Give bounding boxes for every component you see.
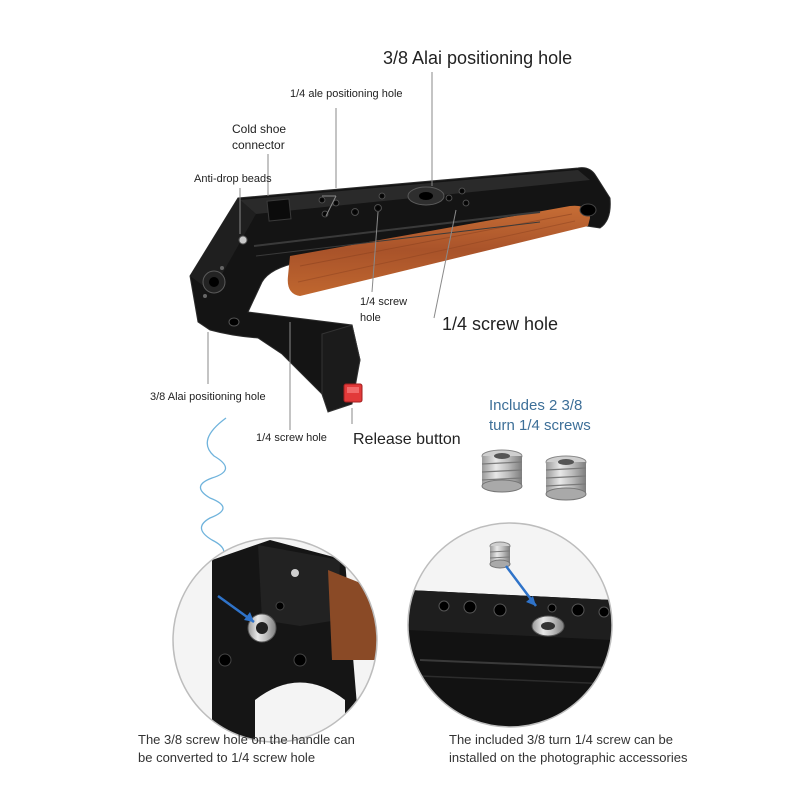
anti-drop-bead [238, 235, 248, 245]
caption-right-line1: The included 3/8 turn 1/4 screw can be [449, 732, 674, 747]
label-cold-shoe-line1: Cold shoe [232, 122, 287, 136]
label-includes-line2: turn 1/4 screws [489, 417, 591, 434]
label-alai-top: 3/8 Alai positioning hole [383, 48, 573, 68]
camera-handle [189, 167, 611, 413]
detail-circle-right [407, 522, 613, 728]
label-ale-quarter: 1/4 ale positioning hole [290, 88, 403, 100]
label-screw-big: 1/4 screw hole [442, 314, 559, 334]
adapter-screw-2 [545, 455, 587, 501]
label-includes-line1: Includes 2 3/8 [489, 397, 583, 414]
cold-shoe-slot [266, 198, 292, 222]
adapter-screw-1 [481, 449, 523, 493]
label-screw-small-line1: 1/4 screw [360, 296, 408, 308]
label-cold-shoe-line2: connector [232, 138, 285, 152]
label-alai-left: 3/8 Alai positioning hole [150, 391, 266, 403]
detail-circle-left [172, 537, 378, 743]
caption-right-line2: installed on the photographic accessorie… [449, 750, 688, 765]
label-screw-small-line2: hole [360, 312, 381, 324]
label-release-button: Release button [353, 431, 461, 448]
caption-left-line2: be converted to 1/4 screw hole [138, 750, 316, 765]
leader-lines [207, 72, 457, 430]
label-anti-drop: Anti-drop beads [194, 173, 272, 185]
decorative-squiggle [199, 417, 227, 561]
label-screw-bottom: 1/4 screw hole [256, 432, 327, 444]
caption-left-line1: The 3/8 screw hole on the handle can [138, 732, 355, 747]
